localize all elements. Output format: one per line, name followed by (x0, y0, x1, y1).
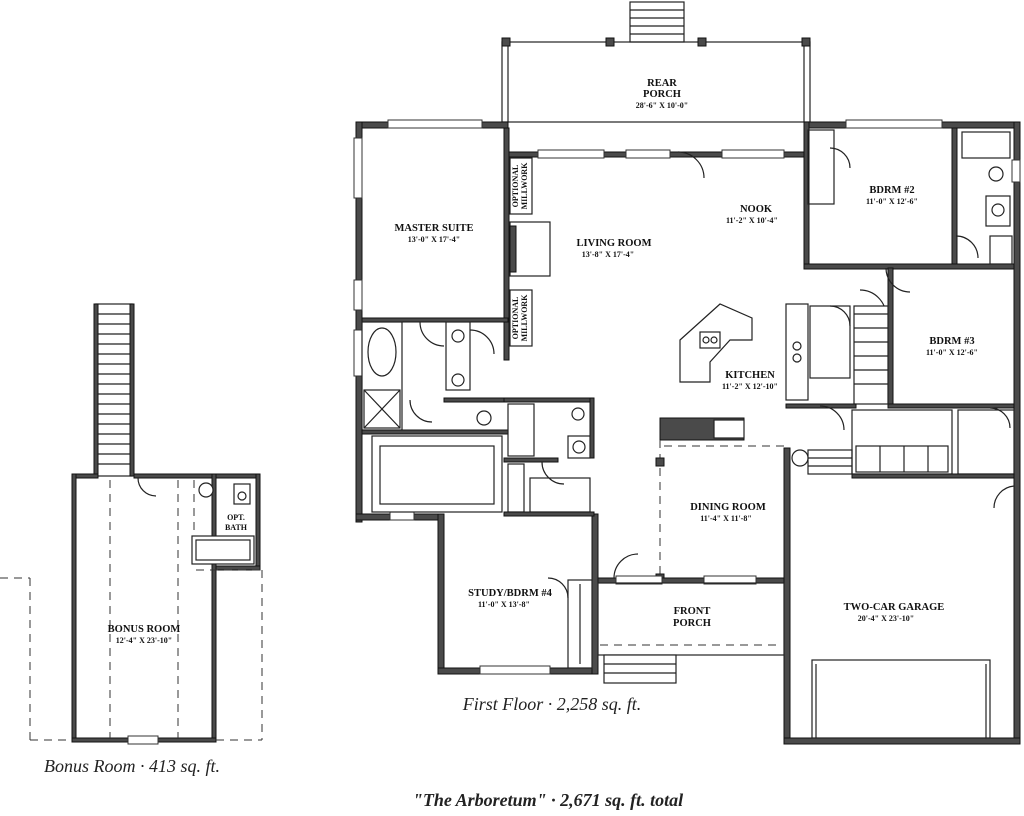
windows (353, 119, 1021, 675)
first-floor-caption: First Floor · 2,258 sq. ft. (462, 694, 642, 714)
millwork-top-label-1: OPTIONAL (511, 165, 520, 208)
bonus-room-label: BONUS ROOM (108, 624, 181, 635)
opt-bath-label-2: BATH (225, 523, 248, 532)
study-dims: 11'-0" X 13'-8" (478, 600, 530, 609)
kitchen-label: KITCHEN (725, 370, 775, 381)
opt-bath-label: OPT. (227, 513, 245, 522)
millwork-bottom-label-2: MILLWORK (520, 294, 529, 342)
study-label: STUDY/BDRM #4 (468, 588, 552, 599)
dining-room-label: DINING ROOM (690, 502, 766, 513)
front-porch-label-2: PORCH (673, 618, 711, 629)
dining-room-dims: 11'-4" X 11'-8" (700, 514, 752, 523)
bdrm3-dims: 11'-0" X 12'-6" (926, 348, 978, 357)
nook-dims: 11'-2" X 10'-4" (726, 216, 778, 225)
bonus-room-caption: Bonus Room · 413 sq. ft. (44, 756, 220, 776)
living-room-dims: 13'-8" X 17'-4" (582, 250, 634, 259)
interior-walls (361, 121, 1015, 739)
garage-dims: 20'-4" X 23'-10" (858, 614, 914, 623)
kitchen-dims: 11'-2" X 12'-10" (722, 382, 778, 391)
millwork-top-label-2: MILLWORK (520, 162, 529, 210)
bdrm3-label: BDRM #3 (929, 336, 974, 347)
rear-porch-label-2: PORCH (643, 89, 681, 100)
bonus-room-drawing (0, 303, 263, 745)
bdrm2-label: BDRM #2 (869, 185, 914, 196)
master-suite-label: MASTER SUITE (394, 223, 473, 234)
master-suite-dims: 13'-0" X 17'-4" (408, 235, 460, 244)
rear-porch (501, 1, 811, 123)
living-room-label: LIVING ROOM (577, 238, 652, 249)
millwork-bottom-label-1: OPTIONAL (511, 297, 520, 340)
bonus-room-dims: 12'-4" X 23'-10" (116, 636, 172, 645)
garage-label: TWO-CAR GARAGE (844, 602, 945, 613)
nook-label: NOOK (740, 204, 773, 215)
front-porch-label: FRONT (674, 606, 711, 617)
plan-title: "The Arboretum" · 2,671 sq. ft. total (413, 790, 683, 810)
captions: First Floor · 2,258 sq. ft. Bonus Room ·… (44, 694, 683, 810)
rear-porch-dims: 28'-6" X 10'-0" (636, 101, 688, 110)
rear-porch-label: REAR (647, 78, 677, 89)
room-labels: REAR PORCH 28'-6" X 10'-0" MASTER SUITE … (108, 78, 978, 645)
bdrm2-dims: 11'-0" X 12'-6" (866, 197, 918, 206)
